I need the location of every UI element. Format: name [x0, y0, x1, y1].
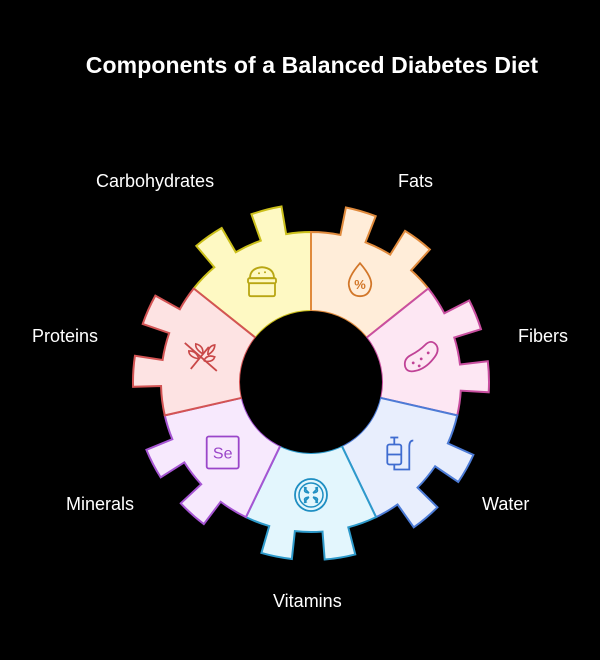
label-vitamins: Vitamins: [273, 591, 342, 611]
segment-water: [340, 396, 475, 529]
vitamin-pill-icon: [294, 478, 328, 512]
flour-bag-icon: [247, 266, 277, 298]
no-wheat-icon: [184, 342, 218, 372]
label-fibers: Fibers: [518, 326, 569, 346]
label-carbohydrates: Carbohydrates: [96, 171, 215, 191]
label-fats: Fats: [398, 171, 434, 191]
label-water: Water: [482, 494, 530, 514]
label-proteins: Proteins: [32, 326, 99, 346]
segment-fats: [310, 206, 432, 340]
segment-minerals: [145, 396, 282, 526]
oil-drop-percent-icon: %: [347, 261, 373, 298]
diagram-title: Components of a Balanced Diabetes Diet: [85, 52, 539, 78]
gear-center-hole: [240, 311, 382, 453]
svg-text:%: %: [354, 277, 366, 292]
selenium-element-icon: Se: [205, 435, 240, 470]
svg-text:Se: Se: [213, 446, 233, 463]
pickle-icon: [403, 341, 439, 373]
label-minerals: Minerals: [66, 494, 135, 514]
segment-vitamins: [244, 444, 378, 561]
iv-drip-icon: [386, 436, 414, 471]
